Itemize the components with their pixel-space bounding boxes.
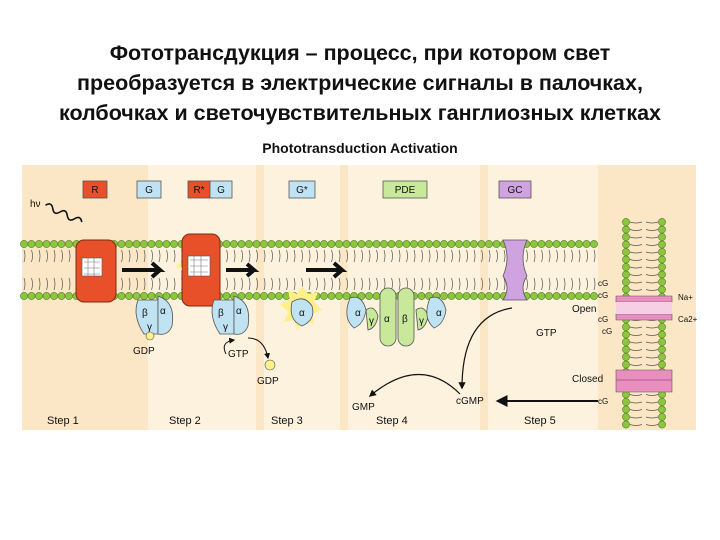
cgmp-label: cGMP	[456, 396, 484, 407]
rhodopsin-active	[176, 233, 221, 307]
g2-alpha: α	[236, 306, 242, 317]
g-protein-inactive: β α γ GDP	[133, 295, 174, 357]
slide-title: Фототрансдукция – процесс, при котором с…	[0, 38, 720, 128]
gdp-label-2: GDP	[257, 376, 279, 387]
cgmp-channel-closed	[615, 369, 673, 393]
cgmp-cycle: GTP cGMP GMP	[352, 307, 598, 413]
pde-alpha: α	[384, 314, 390, 325]
g2-gamma: γ	[223, 322, 228, 333]
cg-label-3: cG	[598, 315, 608, 324]
figure-title: Phototransduction Activation	[262, 140, 458, 156]
rhodopsin-inactive	[75, 239, 117, 303]
slide-title-line-1: Фототрансдукция – процесс, при котором с…	[109, 41, 611, 65]
label-G-2: G	[217, 185, 225, 196]
gtp-label-1: GTP	[228, 349, 249, 360]
label-G: G	[145, 185, 153, 196]
pde-gamma-right: γ	[419, 316, 424, 327]
g1-beta: β	[142, 308, 148, 319]
label-R: R	[91, 185, 98, 196]
top-labels: R G R* G G* PDE GC	[82, 180, 532, 199]
cg-label-1: cG	[598, 279, 608, 288]
pde-complex: α γ α β γ α	[346, 287, 447, 347]
step-3: Step 3	[271, 415, 303, 427]
gstar-alpha: α	[299, 308, 305, 319]
cg-label-4: cG	[602, 327, 612, 336]
light-label: hν	[30, 199, 41, 210]
light-photon: hν	[30, 199, 83, 223]
step-4: Step 4	[376, 415, 408, 427]
g1-alpha: α	[160, 306, 166, 317]
g-alpha-active: α	[280, 286, 322, 330]
pde-alpha-left: α	[355, 308, 361, 319]
step-5: Step 5	[524, 415, 556, 427]
channel-labels: cG cG Open cG cG Na+ Ca2+ Closed cG	[572, 279, 698, 406]
g2-beta: β	[218, 308, 224, 319]
step-labels: Step 1 Step 2 Step 3 Step 4 Step 5	[47, 415, 556, 427]
cgmp-channel-open	[615, 295, 673, 321]
gmp-label: GMP	[352, 402, 375, 413]
step-2: Step 2	[169, 415, 201, 427]
closed-label: Closed	[572, 374, 603, 385]
slide-title-line-2: преобразуется в электрические сигналы в …	[77, 71, 643, 95]
cg-label-5: cG	[598, 397, 608, 406]
open-label: Open	[572, 304, 596, 315]
pde-beta: β	[402, 314, 408, 325]
cg-label-2: cG	[598, 291, 608, 300]
slide-title-line-3: колбочках и светочувствительных ганглиоз…	[58, 101, 662, 125]
gdp-label-1: GDP	[133, 346, 155, 357]
guanylate-cyclase	[502, 239, 528, 301]
step-1: Step 1	[47, 415, 79, 427]
label-GC: GC	[508, 185, 523, 196]
label-G-star: G*	[296, 185, 308, 196]
label-R-star: R*	[193, 185, 204, 196]
g1-gamma: γ	[147, 322, 152, 333]
na-label: Na+	[678, 293, 693, 302]
g-protein-binding: β α γ GTP GDP	[211, 295, 279, 387]
pde-gamma-left: γ	[369, 316, 374, 327]
activation-arrows	[122, 261, 348, 279]
pde-alpha-right: α	[436, 308, 442, 319]
gtp-label-2: GTP	[536, 328, 557, 339]
label-PDE: PDE	[395, 185, 416, 196]
ca-label: Ca2+	[678, 315, 698, 324]
